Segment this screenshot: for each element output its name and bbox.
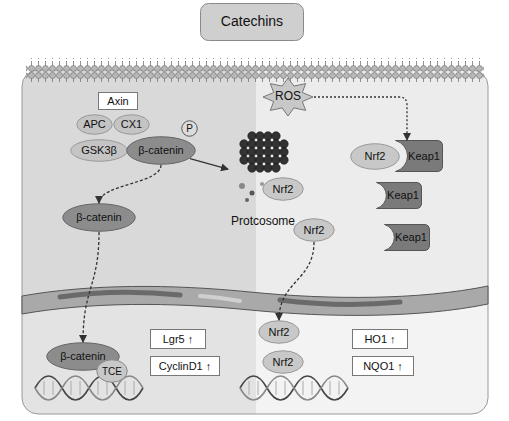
protein-ellipse-fill bbox=[114, 115, 150, 135]
ros-star: ROS bbox=[262, 77, 314, 117]
keap1-shape-fill bbox=[385, 225, 430, 251]
protein-ellipse-fill bbox=[263, 351, 304, 374]
protein-ellipse: GSK3β bbox=[70, 139, 128, 162]
node-text: P bbox=[186, 123, 193, 134]
gene-box-fill bbox=[151, 357, 220, 376]
envelope-segment bbox=[280, 300, 400, 304]
gene-box: NQO1 ↑ bbox=[352, 356, 414, 376]
node-text: Protcosome bbox=[231, 215, 295, 228]
keap1-shape: Keap1 bbox=[384, 224, 430, 251]
dna-helix bbox=[35, 376, 143, 400]
protein-ellipse: Nrf2 bbox=[262, 177, 304, 201]
dna-helix bbox=[240, 376, 348, 400]
node-text: TCE bbox=[102, 366, 122, 377]
protein-ellipse-fill bbox=[77, 115, 113, 135]
cell-outline bbox=[22, 70, 488, 414]
node-text: Lgr5 ↑ bbox=[163, 333, 194, 345]
node-text: HO1 ↑ bbox=[364, 333, 395, 345]
protein-ellipse-fill bbox=[63, 204, 136, 232]
phosphate-circle-fill bbox=[182, 121, 198, 137]
node-text: Nrf2 bbox=[304, 224, 325, 236]
node-text: Nrf2 bbox=[273, 183, 294, 195]
node-text: Keap1 bbox=[379, 189, 419, 201]
protein-ellipse: Nrf2 bbox=[262, 350, 304, 374]
gene-box-fill bbox=[353, 330, 408, 349]
arrow-connector bbox=[99, 165, 161, 203]
node-text: CX1 bbox=[121, 118, 142, 130]
node-text: NQO1 ↑ bbox=[363, 360, 403, 372]
protein-ellipse-fill bbox=[259, 321, 300, 344]
keap1-shape-fill bbox=[377, 183, 422, 209]
node-text: ROS bbox=[275, 90, 301, 103]
phosphate-circle: P bbox=[181, 120, 198, 137]
protein-ellipse-fill bbox=[127, 137, 196, 165]
stimulus-box: Catechins bbox=[200, 3, 304, 41]
proteasome: Protcosome bbox=[228, 130, 298, 228]
protein-ellipse-fill bbox=[263, 178, 304, 201]
nuclear-envelope bbox=[22, 286, 488, 315]
protein-ellipse: β-catenin bbox=[62, 203, 136, 232]
node-text: β-catenin bbox=[138, 144, 183, 156]
protein-ellipse-fill bbox=[71, 140, 128, 162]
node-text: β-catenin bbox=[76, 211, 121, 223]
keap1-shape: Keap1 bbox=[395, 140, 443, 172]
stimulus-box-fill bbox=[201, 4, 304, 41]
gene-box: Lgr5 ↑ bbox=[150, 329, 206, 349]
protein-ellipse: TCE bbox=[96, 359, 128, 383]
protein-ellipse: APC bbox=[76, 114, 113, 135]
arrow-connector bbox=[190, 159, 228, 170]
arrow-connector bbox=[279, 242, 314, 320]
protein-ellipse: Nrf2 bbox=[350, 143, 400, 170]
node-text: β-catenin bbox=[60, 350, 105, 362]
nuclear-pore bbox=[200, 296, 240, 301]
protein-label-box-fill bbox=[99, 93, 138, 110]
keap1-shape: Keap1 bbox=[376, 182, 422, 209]
protein-ellipse: β-catenin bbox=[126, 136, 196, 165]
protein-ellipse-fill bbox=[97, 360, 128, 383]
cell-membrane bbox=[26, 58, 484, 82]
gene-box-fill bbox=[353, 357, 414, 376]
node-text: Nrf2 bbox=[365, 150, 386, 162]
node-text: Keap1 bbox=[398, 150, 440, 162]
node-text: APC bbox=[83, 118, 106, 130]
node-text: Nrf2 bbox=[269, 326, 290, 338]
gene-box: CyclinD1 ↑ bbox=[150, 356, 220, 376]
protein-ellipse-fill bbox=[351, 144, 400, 170]
node-text: Keap1 bbox=[387, 231, 427, 243]
ros-star-fill bbox=[263, 78, 313, 116]
envelope-segment bbox=[60, 292, 180, 297]
protein-ellipse: Nrf2 bbox=[258, 320, 300, 344]
node-text: Catechins bbox=[221, 14, 283, 29]
node-text: GSK3β bbox=[81, 144, 117, 156]
protein-ellipse: CX1 bbox=[113, 114, 150, 135]
gene-box: HO1 ↑ bbox=[352, 329, 408, 349]
node-text: Axin bbox=[107, 95, 128, 107]
protein-ellipse: Nrf2 bbox=[293, 218, 335, 242]
gene-box-fill bbox=[151, 330, 206, 349]
node-text: Nrf2 bbox=[273, 356, 294, 368]
protein-label-box: Axin bbox=[98, 92, 138, 110]
keap1-shape-fill bbox=[396, 141, 443, 172]
arrow-connector bbox=[314, 97, 407, 140]
node-text: CyclinD1 ↑ bbox=[159, 360, 212, 372]
proteasome-illustration bbox=[240, 132, 288, 172]
cytoplasm bbox=[22, 70, 488, 414]
arrow-connector bbox=[83, 232, 99, 342]
protein-ellipse-fill bbox=[294, 219, 335, 242]
